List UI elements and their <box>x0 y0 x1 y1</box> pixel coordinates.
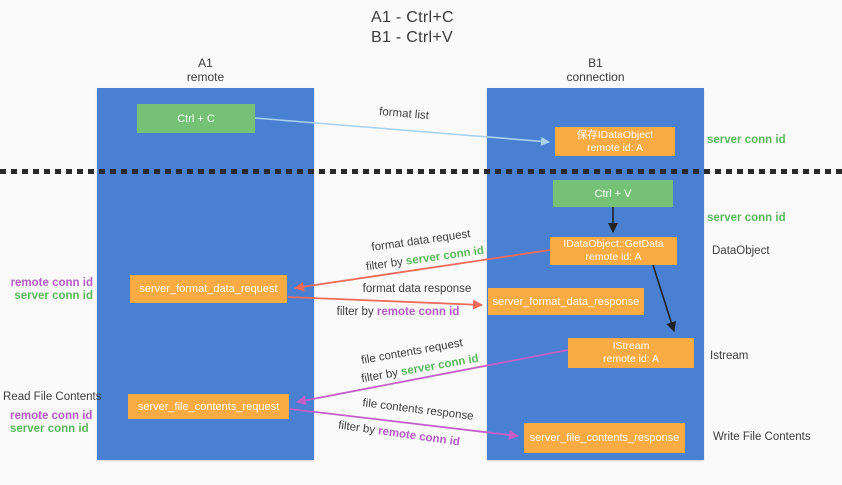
save-dataobject-line1: 保存IDataObject <box>576 128 654 141</box>
server-format-data-request-label: server_format_data_request <box>139 283 278 295</box>
left-read-file-contents-label: Read File Contents <box>3 391 102 403</box>
istream-line2: remote id: A <box>602 353 660 365</box>
diagram-title: A1 - Ctrl+C B1 - Ctrl+V <box>371 8 454 48</box>
label-filter-by-remote-conn-id-1: filter by remote conn id <box>328 305 468 319</box>
right-write-file-contents-label: Write File Contents <box>713 431 811 443</box>
column-b1-header: B1 connection <box>487 56 704 84</box>
left-remote-conn-id-2: remote conn id <box>10 410 93 422</box>
column-a1-header: A1 remote <box>97 56 314 84</box>
right-dataobject-label: DataObject <box>712 245 770 257</box>
label-format-list: format list <box>378 105 430 123</box>
label-filter-by-remote-conn-id-2: filter by remote conn id <box>329 417 470 450</box>
ctrl-v-label: Ctrl + V <box>594 187 632 200</box>
server-format-data-response-label: server_format_data_response <box>492 295 640 308</box>
server-file-contents-response-label: server_file_contents_response <box>529 432 680 444</box>
left-server-conn-id-1: server conn id <box>14 290 93 302</box>
ctrl-c-label: Ctrl + C <box>177 112 215 125</box>
filter-by-text: filter by <box>336 306 374 318</box>
right-server-conn-id-1: server conn id <box>707 134 786 146</box>
remote-conn-id-text: remote conn id <box>377 425 461 449</box>
column-b1-subtitle: connection <box>566 70 625 84</box>
node-ctrl-v: Ctrl + V <box>553 180 673 207</box>
column-b1-name: B1 <box>588 56 603 70</box>
column-a1-subtitle: remote <box>186 70 225 84</box>
label-file-contents-response: file contents response <box>361 397 475 423</box>
istream-line1: IStream <box>612 340 650 352</box>
remote-conn-id-text: remote conn id <box>376 306 460 318</box>
right-istream-label: Istream <box>710 350 749 362</box>
node-server-format-data-request: server_format_data_request <box>130 275 287 303</box>
filter-by-text: filter by <box>337 419 376 437</box>
node-ctrl-c: Ctrl + C <box>137 104 255 133</box>
node-istream: IStream remote id: A <box>568 338 694 368</box>
column-a1-name: A1 <box>198 56 213 70</box>
node-server-file-contents-request: server_file_contents_request <box>128 394 289 419</box>
left-server-conn-id-2: server conn id <box>10 423 89 435</box>
filter-by-text: filter by <box>360 366 400 386</box>
getdata-line2: remote id: A <box>585 251 642 263</box>
node-server-file-contents-response: server_file_contents_response <box>524 423 685 453</box>
node-server-format-data-response: server_format_data_response <box>488 288 644 315</box>
title-line-b1: B1 - Ctrl+V <box>371 29 453 46</box>
left-remote-conn-id-1: remote conn id <box>10 277 93 289</box>
title-line-a1: A1 - Ctrl+C <box>371 9 454 26</box>
arrow-format-data-response <box>287 296 483 310</box>
filter-by-text: filter by <box>365 256 404 274</box>
left-conn-id-group-1: remote conn id server conn id <box>10 277 93 303</box>
right-server-conn-id-2: server conn id <box>707 212 786 224</box>
save-dataobject-line2: remote id: A <box>586 141 644 154</box>
node-idataobject-getdata: IDataObject::GetData remote id: A <box>550 237 677 265</box>
label-format-data-response: format data response <box>362 283 472 295</box>
node-save-dataobject: 保存IDataObject remote id: A <box>555 127 675 156</box>
getdata-line1: IDataObject::GetData <box>563 238 664 250</box>
server-file-contents-request-label: server_file_contents_request <box>137 400 280 413</box>
left-conn-id-group-2: remote conn id server conn id <box>10 410 93 436</box>
dotted-separator-line <box>0 169 842 174</box>
